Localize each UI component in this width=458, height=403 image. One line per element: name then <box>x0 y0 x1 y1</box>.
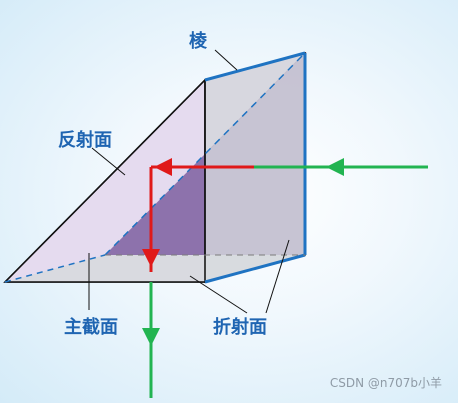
edge-leader-line <box>214 49 238 71</box>
front-hypotenuse-edge <box>4 79 206 283</box>
principal-section-label: 主截面 <box>64 316 118 338</box>
csdn-watermark: CSDN @n707b小羊 <box>329 376 442 390</box>
prism-body <box>3 51 307 284</box>
refracting-surface-leader-line-left <box>189 275 248 314</box>
refracting-surface-leader-line-right <box>265 239 290 314</box>
edge-label: 棱 <box>189 30 208 52</box>
ray-path <box>142 158 428 398</box>
diagram-labels: 棱 反射面 主截面 折射面 <box>58 30 267 338</box>
hidden-back-hypotenuse-edge <box>104 52 306 256</box>
reflecting-surface-label: 反射面 <box>58 129 112 151</box>
bottom-right-edge <box>204 253 306 284</box>
top-edge <box>204 51 306 82</box>
leader-lines <box>88 49 290 314</box>
refracting-surface-label: 折射面 <box>213 316 267 338</box>
reflecting-surface-leader-line <box>91 147 126 176</box>
